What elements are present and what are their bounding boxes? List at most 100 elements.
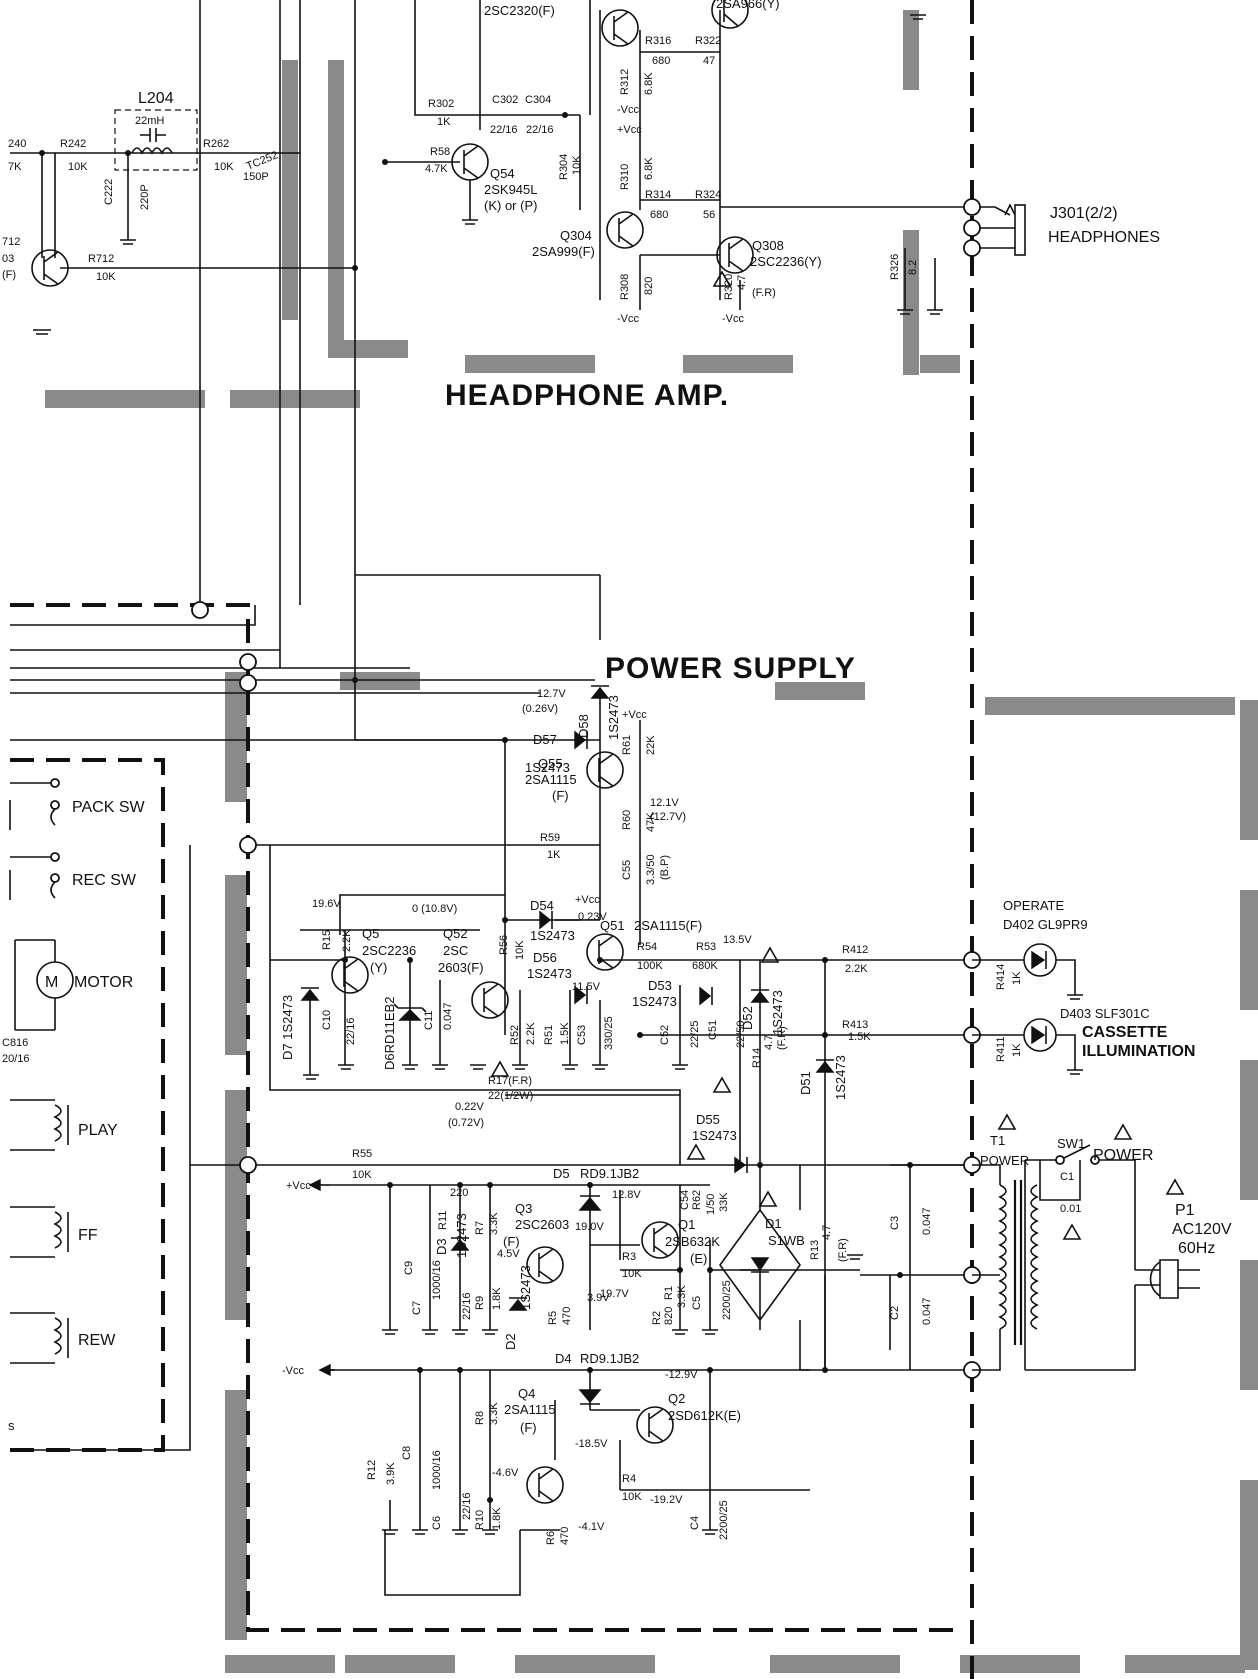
r4-value: 10K — [622, 1491, 642, 1503]
pack-switch-symbol — [9, 778, 60, 830]
headphone-amp-wiring — [10, 0, 1015, 741]
q1-type: 2SB632K — [665, 1234, 720, 1249]
r414-value: 1K — [1011, 971, 1023, 985]
d7-diode — [300, 987, 320, 1001]
r59-value: 1K — [547, 849, 561, 861]
r54-ref: R54 — [637, 941, 657, 953]
r712-value: 10K — [96, 271, 116, 283]
d56-diode — [574, 985, 588, 1005]
r15-ref: R15 — [321, 930, 333, 950]
d403-label: D403 SLF301C — [1060, 1006, 1150, 1021]
r304-ref: R304 — [558, 154, 570, 180]
r412-ref: R412 — [842, 944, 868, 956]
v0-26: (0.26V) — [522, 703, 558, 715]
c53-value: 330/25 — [603, 1016, 615, 1050]
r51-value: 1.5K — [559, 1022, 571, 1045]
c3-ref: C3 — [889, 1216, 901, 1230]
r58-value: 4.7K — [425, 163, 448, 175]
q3-type: 2SC2603 — [515, 1217, 569, 1232]
d55-type: 1S2473 — [692, 1128, 737, 1143]
board-outline-bars — [45, 10, 1258, 1673]
r314-value: 680 — [650, 209, 668, 221]
q51-ref: Q51 — [600, 918, 625, 933]
r54-value: 100K — [637, 960, 663, 972]
rail-pos-1: +Vcc — [617, 124, 642, 136]
d58-type: 1S2473 — [606, 695, 621, 740]
r324-value: 56 — [703, 209, 715, 221]
p1-spec1: AC120V — [1172, 1221, 1232, 1238]
c302-value: 22/16 — [490, 124, 518, 136]
r55-ref: R55 — [352, 1148, 372, 1160]
q4-rank: (F) — [520, 1420, 537, 1435]
q2-ref: Q2 — [668, 1391, 685, 1406]
c4-value: 2200/25 — [718, 1500, 730, 1540]
r6-value: 470 — [559, 1527, 571, 1545]
q55-transistor — [586, 751, 624, 789]
r326-ref: R326 — [889, 254, 901, 280]
v13-5: 13.5V — [723, 934, 752, 946]
rail-pos-2: +Vcc — [622, 709, 647, 721]
r11-value: 220 — [450, 1187, 468, 1199]
q54-rank: (K) or (P) — [484, 198, 537, 213]
r413-value: 1.5K — [848, 1031, 871, 1043]
transformer-t1 — [972, 1164, 1039, 1371]
q4-type: 2SA1115 — [504, 1402, 556, 1417]
d52-diode — [750, 989, 770, 1003]
r304-value: 10K — [571, 155, 583, 175]
r242-value: 10K — [68, 161, 88, 173]
d52-type: 1S2473 — [770, 990, 785, 1035]
r240-ref: 240 — [8, 138, 26, 150]
d402-led — [1023, 943, 1057, 977]
d53-type: 1S2473 — [632, 994, 677, 1009]
r17-ref: R17(F.R) — [488, 1075, 532, 1087]
solenoid-symbols — [10, 1099, 69, 1364]
c10-value: 22/16 — [345, 1017, 357, 1045]
t1-ref: T1 — [990, 1133, 1005, 1148]
d2-ref: D2 — [503, 1333, 518, 1350]
q5-type: 2SC2236 — [362, 943, 416, 958]
q304-type: 2SA999(F) — [532, 244, 595, 259]
r3-ref: R3 — [622, 1251, 636, 1263]
r411-ref: R411 — [995, 1037, 1007, 1062]
operate-label: OPERATE — [1003, 898, 1064, 913]
rail-neg-3: -Vcc — [722, 313, 745, 325]
warning-icon — [760, 946, 780, 963]
warning-icon — [490, 1060, 510, 1077]
r324-ref: R324 — [695, 189, 721, 201]
c2-value: 0.047 — [921, 1297, 933, 1325]
c5-value: 2200/25 — [721, 1280, 733, 1320]
power-switch-sw1 — [1055, 1144, 1100, 1165]
l204-value: 22mH — [135, 115, 164, 127]
c11-ref: C11 — [423, 1011, 435, 1030]
q308-type: 2SC2236(Y) — [750, 254, 822, 269]
l204-ref: L204 — [138, 90, 174, 107]
d6-label: D6RD11EB2 — [382, 997, 397, 1070]
rail-neg-1: -Vcc — [617, 104, 640, 116]
r302-ref: R302 — [428, 98, 454, 110]
q52-type2: 2603(F) — [438, 960, 484, 975]
power-supply-wiring — [10, 690, 1160, 1596]
c52-ref: C52 — [659, 1025, 671, 1045]
r314-ref: R314 — [645, 189, 671, 201]
d55-ref: D55 — [696, 1112, 720, 1127]
d1-type: S1WB — [768, 1233, 805, 1248]
led-symbols — [972, 943, 1076, 1070]
r326-value: 8.2 — [907, 260, 919, 275]
warning-icon — [686, 1143, 706, 1160]
section-titles: HEADPHONE AMP. POWER SUPPLY — [445, 379, 855, 685]
cassette-label: CASSETTE — [1082, 1024, 1168, 1041]
q51-transistor — [586, 933, 624, 971]
headphone-amp-title: HEADPHONE AMP. — [445, 379, 729, 412]
d55-diode — [734, 1156, 748, 1174]
rew-label: REW — [78, 1332, 116, 1349]
q3-transistor — [526, 1246, 564, 1284]
r14-value: 4.7 — [763, 1035, 775, 1050]
r312-value: 6.8K — [643, 72, 655, 95]
c3-value: 0.047 — [921, 1207, 933, 1235]
c1-ref: C1 — [1060, 1171, 1074, 1183]
r7-value: 3.3K — [488, 1212, 500, 1235]
left-panel-labels: PACK SW REC SW MOTOR PLAY FF REW s — [8, 799, 146, 1433]
v19-6: 19.6V — [312, 898, 341, 910]
r320-note: (F.R) — [752, 287, 776, 299]
